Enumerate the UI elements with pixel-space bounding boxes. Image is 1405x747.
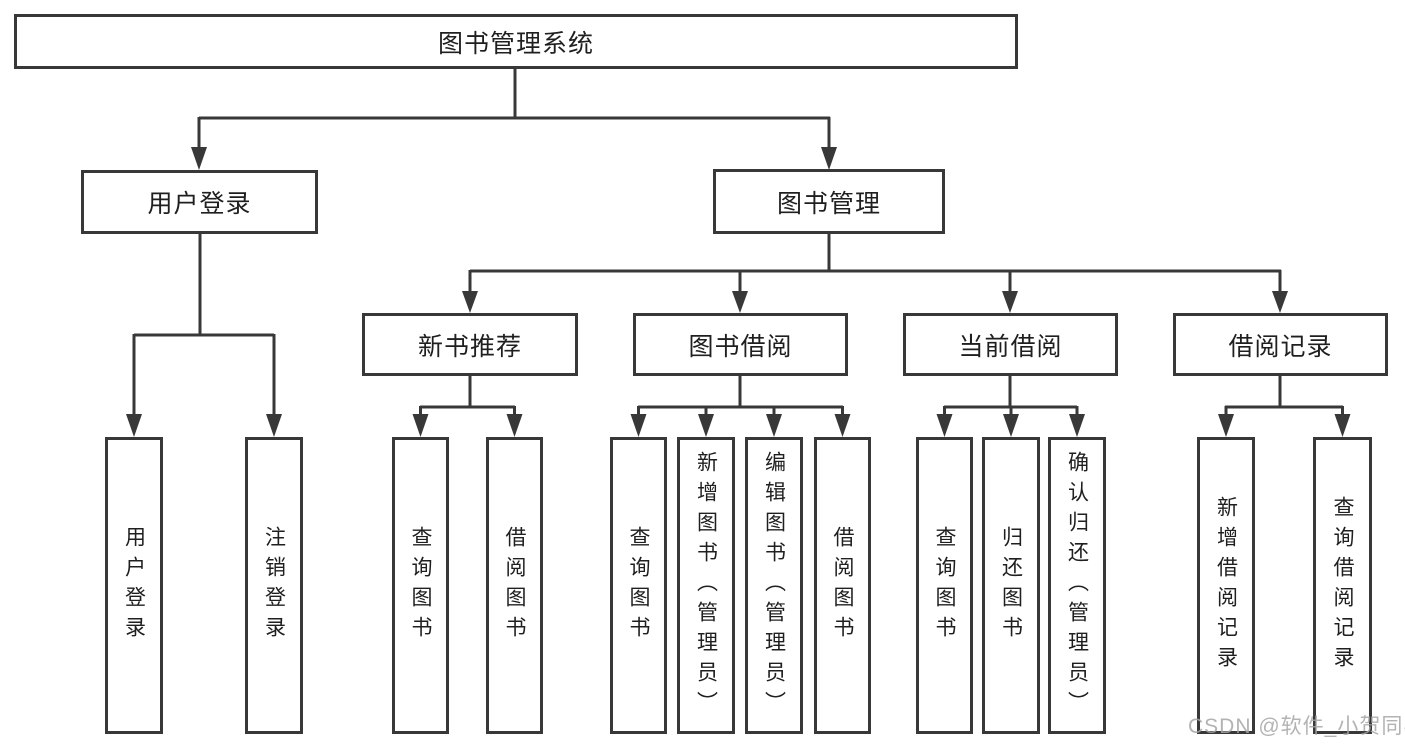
node-user-login-label: 用户登录	[147, 190, 252, 218]
node-current-borrowing-label: 当前借阅	[958, 332, 1063, 361]
node-book-borrowing-label: 图书借阅	[688, 332, 793, 361]
leaf-query-books-recommend-label: 查询图书	[409, 525, 432, 646]
leaf-borrow-books-recommend: 借阅图书	[486, 437, 543, 734]
leaf-confirm-return-admin-label: 确认归还（管理员）	[1065, 450, 1089, 721]
leaf-borrow-books-label: 借阅图书	[831, 525, 854, 646]
node-book-borrowing: 图书借阅	[633, 313, 848, 376]
leaf-borrow-books: 借阅图书	[814, 437, 871, 734]
node-user-login: 用户登录	[81, 170, 318, 234]
leaf-logout: 注销登录	[245, 437, 303, 734]
node-current-borrowing: 当前借阅	[903, 313, 1118, 376]
leaf-logout-label: 注销登录	[262, 525, 286, 646]
arrowheads	[126, 147, 1351, 437]
leaf-user-login-label: 用户登录	[122, 525, 146, 646]
leaf-query-books-current-label: 查询图书	[933, 525, 956, 646]
leaf-edit-books-admin: 编辑图书（管理员）	[745, 437, 803, 734]
leaf-add-books-admin: 新增图书（管理员）	[677, 437, 735, 734]
leaf-add-borrow-record: 新增借阅记录	[1197, 437, 1255, 734]
leaf-return-books-label: 归还图书	[999, 525, 1023, 646]
leaf-add-borrow-record-label: 新增借阅记录	[1214, 495, 1238, 676]
leaf-add-books-admin-label: 新增图书（管理员）	[694, 450, 718, 721]
node-book-management-label: 图书管理	[776, 189, 881, 218]
node-book-management: 图书管理	[713, 169, 945, 234]
leaf-return-books: 归还图书	[982, 437, 1040, 734]
leaf-edit-books-admin-label: 编辑图书（管理员）	[762, 450, 786, 721]
leaf-query-borrow-record: 查询借阅记录	[1313, 437, 1372, 734]
csdn-watermark: CSDN @软件_小贺同学	[1188, 715, 1405, 738]
node-new-book-recommend-label: 新书推荐	[417, 332, 522, 361]
leaf-query-books-current: 查询图书	[916, 437, 973, 734]
leaf-query-books-recommend: 查询图书	[392, 437, 449, 734]
leaf-query-books-borrowing-label: 查询图书	[627, 525, 650, 646]
node-borrowing-records-label: 借阅记录	[1228, 332, 1333, 361]
node-new-book-recommend: 新书推荐	[362, 313, 578, 376]
node-root-label: 图书管理系统	[437, 29, 594, 58]
leaf-user-login: 用户登录	[105, 437, 163, 734]
leaf-query-books-borrowing: 查询图书	[610, 437, 667, 734]
node-borrowing-records: 借阅记录	[1173, 313, 1388, 376]
node-root-library-system: 图书管理系统	[14, 14, 1018, 69]
leaf-confirm-return-admin: 确认归还（管理员）	[1048, 437, 1106, 734]
leaf-query-borrow-record-label: 查询借阅记录	[1331, 495, 1354, 676]
leaf-borrow-books-recommend-label: 借阅图书	[503, 525, 526, 646]
